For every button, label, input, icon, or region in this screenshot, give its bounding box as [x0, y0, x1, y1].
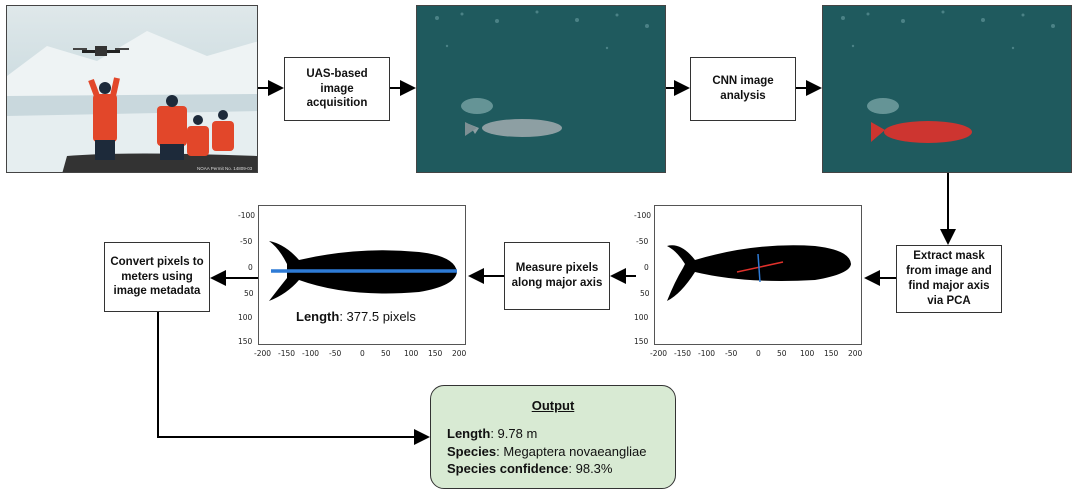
mask-pca-plot: -100 -50 0 50 100 150 -200 -150 -100 -50… — [628, 205, 868, 363]
field-team-photo: NOAA Permit No. 14809-03 — [6, 5, 258, 173]
step-image-acquisition: UAS-based image acquisition — [284, 57, 390, 121]
output-species: Species: Megaptera novaeangliae — [447, 443, 647, 459]
output-title: Output — [531, 398, 575, 413]
major-axis — [736, 261, 784, 273]
whale-mask — [871, 121, 972, 143]
photo-credit: NOAA Permit No. 14809-03 — [197, 166, 253, 171]
minor-axis — [757, 253, 761, 283]
segmented-whale-photo — [822, 5, 1072, 173]
whale-shape — [465, 119, 562, 137]
length-label: Length: 377.5 pixels — [296, 309, 416, 324]
output-confidence: Species confidence: 98.3% — [447, 461, 613, 477]
step-label: Convert pixels to meters using image met… — [110, 255, 204, 298]
step-label: Extract mask from image and find major a… — [906, 250, 992, 307]
drone-icon — [73, 46, 129, 56]
aerial-whale-photo — [416, 5, 666, 173]
arrow-convert-to-output — [157, 312, 430, 445]
step-label: CNN image analysis — [712, 75, 774, 102]
step-measure-pixels: Measure pixels along major axis — [504, 242, 610, 310]
mask-length-plot: Length: 377.5 pixels -100 -50 0 50 100 1… — [232, 205, 472, 363]
step-cnn-analysis: CNN image analysis — [690, 57, 796, 121]
step-convert-to-meters: Convert pixels to meters using image met… — [104, 242, 210, 312]
output-length: Length: 9.78 m — [447, 426, 538, 441]
output-box: Output Length: 9.78 m Species: Megaptera… — [430, 385, 676, 489]
step-label: Measure pixels along major axis — [511, 262, 603, 289]
step-label: UAS-based image acquisition — [306, 67, 368, 110]
step-extract-mask: Extract mask from image and find major a… — [896, 245, 1002, 313]
